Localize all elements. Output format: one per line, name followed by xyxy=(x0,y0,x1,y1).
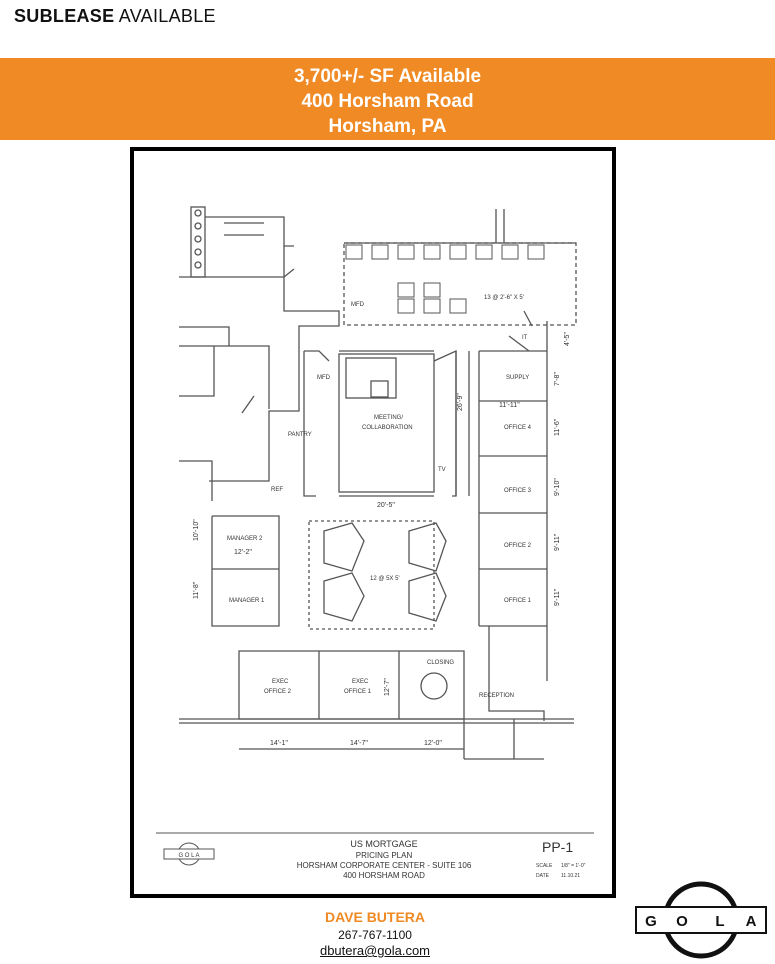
floor-plan-drawing: MFD 13 @ 2'-6" X 5' IT SUPPLY MFD MEETIN… xyxy=(156,206,594,880)
floor-plan: MFD 13 @ 2'-6" X 5' IT SUPPLY MFD MEETIN… xyxy=(130,147,616,898)
title-block-date-label: DATE xyxy=(536,873,550,879)
dim-exec1-width: 14'-7" xyxy=(350,740,368,747)
label-reception: RECEPTION xyxy=(479,693,514,699)
label-office2: OFFICE 2 xyxy=(504,543,532,549)
title-block-location: HORSHAM CORPORATE CENTER - SUITE 106 xyxy=(297,861,472,870)
logo-letter-l: L xyxy=(715,913,724,930)
label-it: IT xyxy=(522,335,528,341)
dim-manager1-height: 11'-8" xyxy=(193,581,200,599)
gola-logo: G O L A xyxy=(634,880,768,959)
dim-exec2-width: 14'-1" xyxy=(270,740,288,747)
page-title: SUBLEASE AVAILABLE xyxy=(14,6,216,27)
label-ref: REF xyxy=(271,487,283,493)
dim-supply-height: 7'-8" xyxy=(554,372,561,386)
dim-meeting-height: 26'-9" xyxy=(457,393,464,411)
label-cubes: 12 @ 5X 5' xyxy=(370,576,400,582)
dim-office2-height: 9'-11" xyxy=(554,533,561,551)
title-block-address: 400 HORSHAM ROAD xyxy=(343,871,425,880)
contact-phone: 267-767-1100 xyxy=(338,928,412,942)
label-manager1: MANAGER 1 xyxy=(229,598,265,604)
label-office1: OFFICE 1 xyxy=(504,598,532,604)
title-block-logo: G O L A xyxy=(178,853,199,859)
title-block-scale-value: 1/8" = 1'-0" xyxy=(561,863,586,869)
label-exec1-b: OFFICE 1 xyxy=(344,689,372,695)
contact-name: DAVE BUTERA xyxy=(324,909,426,925)
logo-letter-o: O xyxy=(676,913,688,930)
label-collaboration: COLLABORATION xyxy=(362,425,413,431)
label-manager2: MANAGER 2 xyxy=(227,536,263,542)
label-closing: CLOSING xyxy=(427,660,454,666)
label-workstations: 13 @ 2'-6" X 5' xyxy=(484,295,524,301)
listing-banner: 3,700+/- SF Available 400 Horsham Road H… xyxy=(0,58,775,140)
dim-office3-height: 9'-10" xyxy=(554,478,561,496)
label-office4: OFFICE 4 xyxy=(504,425,532,431)
dim-it-height: 4'-5" xyxy=(564,332,571,346)
dim-meeting-width: 20'-5" xyxy=(377,502,395,509)
logo-letter-a: A xyxy=(746,913,757,930)
title-bold: SUBLEASE xyxy=(14,6,115,26)
dim-office4-height: 11'-6" xyxy=(554,418,561,436)
title-block-date-value: 11.10.21 xyxy=(561,873,580,879)
title-block-scale-label: SCALE xyxy=(536,863,553,869)
label-office3: OFFICE 3 xyxy=(504,488,532,494)
dim-manager2-width: 12'-2" xyxy=(234,549,252,556)
title-block-plan-type: PRICING PLAN xyxy=(356,851,413,860)
label-meeting: MEETING/ xyxy=(374,415,403,421)
title-rest: AVAILABLE xyxy=(114,6,216,26)
label-pantry: PANTRY xyxy=(288,432,312,438)
banner-line-street: 400 Horsham Road xyxy=(301,91,474,112)
dim-manager2-height: 10'-10" xyxy=(193,519,200,541)
dim-office1-height: 9'-11" xyxy=(554,588,561,606)
dim-closing-width: 12'-0" xyxy=(424,740,442,747)
label-exec1-a: EXEC xyxy=(352,679,369,685)
banner-line-size: 3,700+/- SF Available xyxy=(293,66,482,87)
label-exec2-a: EXEC xyxy=(272,679,289,685)
logo-letter-g: G xyxy=(645,913,657,930)
label-mfd: MFD xyxy=(317,375,331,381)
title-block-sheet: PP-1 xyxy=(542,839,573,855)
dim-exec-height: 12'-7" xyxy=(384,678,391,696)
label-supply: SUPPLY xyxy=(506,375,529,381)
label-tv: TV xyxy=(438,467,446,473)
title-block-client: US MORTGAGE xyxy=(350,839,417,849)
banner-line-city: Horsham, PA xyxy=(328,116,447,137)
label-mfd-top: MFD xyxy=(351,302,365,308)
dim-office4-width: 11'-11" xyxy=(499,402,520,409)
contact-email-link[interactable]: dbutera@gola.com xyxy=(319,943,431,958)
label-exec2-b: OFFICE 2 xyxy=(264,689,292,695)
